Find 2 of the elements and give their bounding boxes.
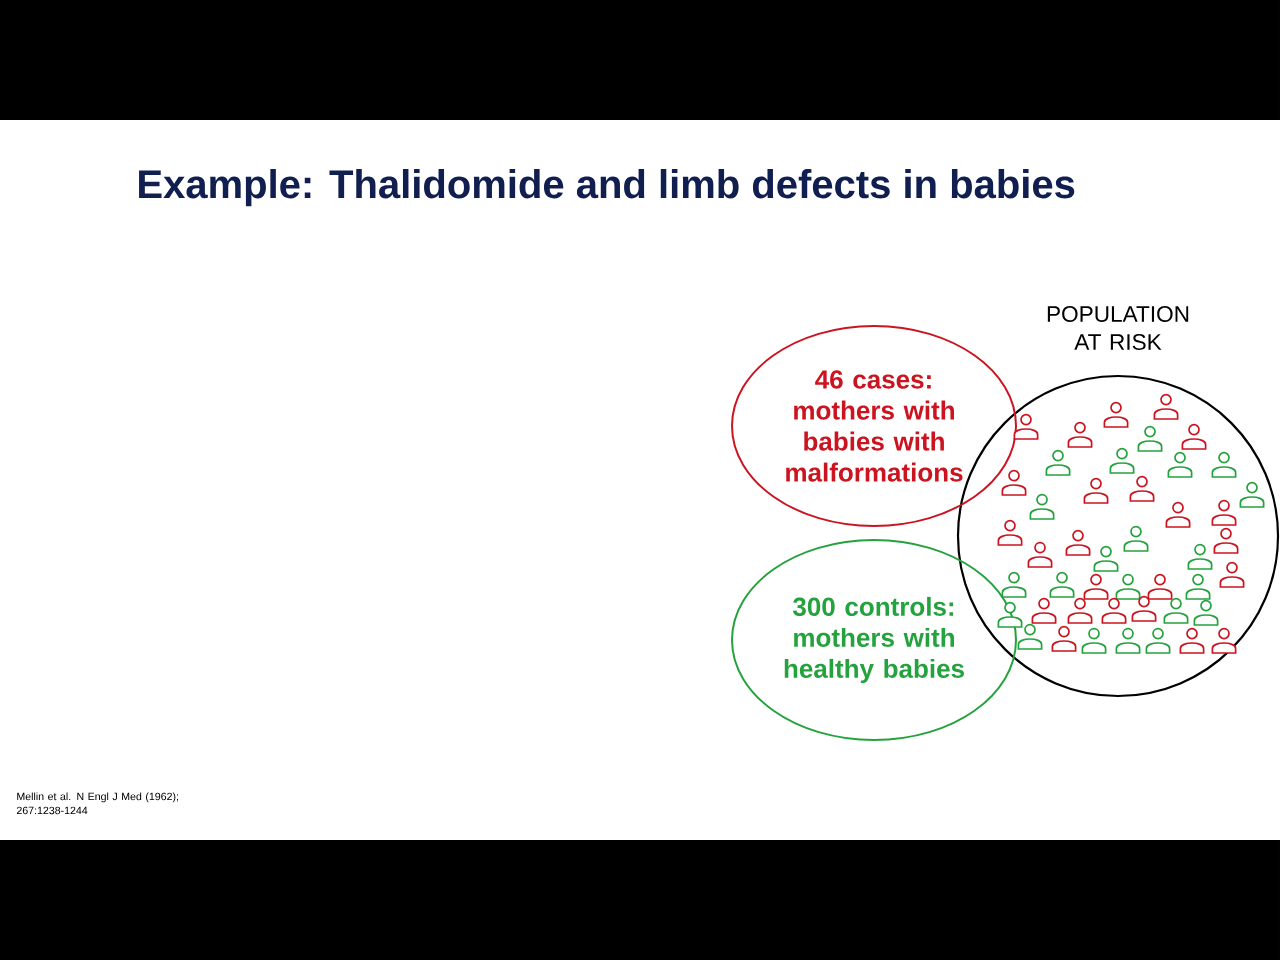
circle-heading: POPULATION AT RISK — [1047, 306, 1189, 350]
slide-title: Example: Thalidomide and limb defects in babies — [139, 169, 1075, 207]
